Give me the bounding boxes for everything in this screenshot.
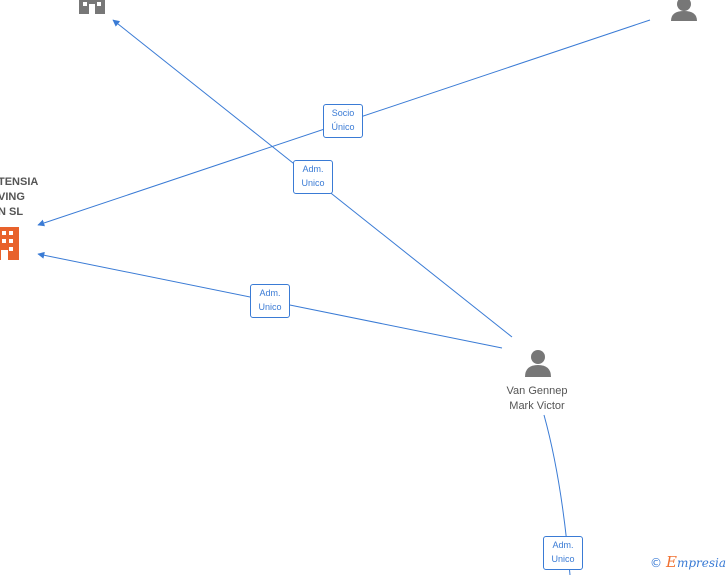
person-center-label[interactable]: Van Gennep Mark Victor (490, 384, 584, 414)
brand-logo-letter: E (665, 553, 677, 571)
person-icon[interactable] (525, 350, 551, 377)
person-icon[interactable] (671, 0, 697, 21)
building-icon[interactable] (79, 0, 105, 14)
company-main-label-line: N SL (0, 206, 24, 218)
building-icon[interactable] (0, 227, 19, 260)
copyright-symbol: © (649, 556, 662, 570)
company-main-label-line: TENSIA (0, 176, 39, 188)
edge-label-line: Unico (301, 178, 325, 188)
edge-label-adm-unico[interactable]: Adm. Unico (543, 536, 583, 570)
person-center-name-line: Van Gennep (506, 385, 568, 397)
edge-label-line: Socio (331, 108, 355, 118)
edge-label-socio-unico[interactable]: Socio Único (323, 104, 363, 138)
edge-label-line: Adm. (259, 288, 281, 298)
company-main-label[interactable]: TENSIA VING N SL (0, 175, 58, 220)
edge-label-line: Único (331, 122, 355, 132)
person-center-name-line: Mark Victor (509, 400, 565, 412)
edge-label-line: Unico (551, 554, 575, 564)
edge-label-line: Unico (258, 302, 282, 312)
brand-logo-text: mpresia (676, 556, 726, 570)
edge-label-adm-unico[interactable]: Adm. Unico (293, 160, 333, 194)
company-main-label-line: VING (0, 191, 25, 203)
brand-watermark: ©Empresia (650, 553, 726, 571)
edge-label-line: Adm. (552, 540, 574, 550)
edge-label-line: Adm. (302, 164, 324, 174)
edge-label-adm-unico[interactable]: Adm. Unico (250, 284, 290, 318)
